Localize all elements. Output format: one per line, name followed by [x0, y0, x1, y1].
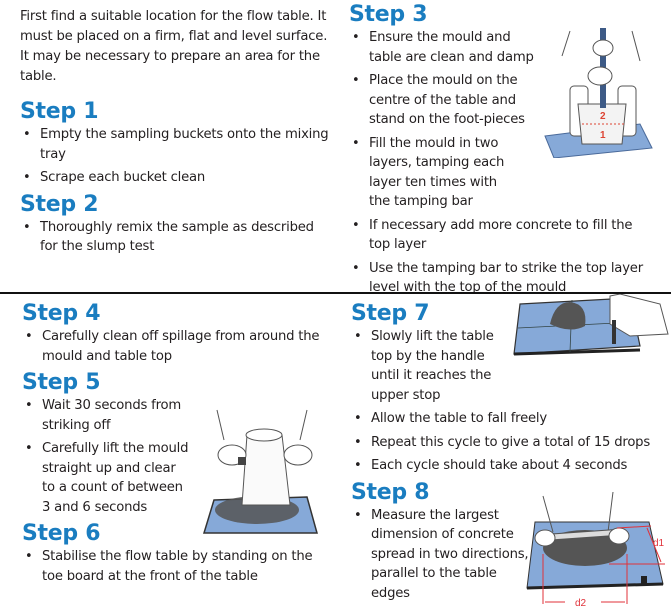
- step-8-list: Measure the largest dimension of concret…: [351, 506, 671, 604]
- list-item: Stabilise the flow table by standing on …: [22, 547, 337, 586]
- step-6-title: Step 6: [22, 521, 101, 546]
- step-7-list: Slowly lift the table top by the handle …: [351, 327, 671, 476]
- list-item: Slowly lift the table top by the handle …: [351, 327, 671, 405]
- tamping-mould-illustration: 2 1: [540, 26, 655, 158]
- list-item: Each cycle should take about 4 seconds: [351, 456, 671, 476]
- svg-text:1: 1: [600, 130, 606, 141]
- bottom-left-section: Step 4 Carefully clean off spillage from…: [22, 301, 337, 590]
- list-item: Thoroughly remix the sample as described…: [20, 218, 335, 257]
- step-5-title: Step 5: [22, 370, 101, 395]
- lift-mould-illustration: [202, 405, 324, 535]
- drop-table-illustration: [510, 294, 671, 360]
- step-3-title: Step 3: [349, 2, 428, 27]
- list-item: Carefully lift the mould straight up and…: [22, 439, 192, 517]
- list-item: Use the tamping bar to strike the top la…: [349, 259, 659, 298]
- svg-text:d2: d2: [575, 598, 587, 609]
- intro-text: First find a suitable location for the f…: [20, 9, 328, 84]
- list-item: Allow the table to fall freely: [351, 409, 671, 429]
- svg-text:2: 2: [600, 111, 606, 122]
- step-3-section: Step 3 Ensure the mould and table are cl…: [349, 2, 669, 302]
- step-6-list: Stabilise the flow table by standing on …: [22, 547, 337, 586]
- list-item: If necessary add more concrete to fill t…: [349, 216, 649, 255]
- step-1-title: Step 1: [20, 99, 99, 124]
- list-item: Measure the largest dimension of concret…: [351, 506, 531, 604]
- list-item: Wait 30 seconds from striking off: [22, 396, 192, 435]
- list-item: Repeat this cycle to give a total of 15 …: [351, 433, 671, 453]
- step-8-title: Step 8: [351, 479, 430, 505]
- list-item: Carefully clean off spillage from around…: [22, 327, 337, 366]
- list-item: Fill the mould in two layers, tamping ea…: [349, 134, 669, 212]
- step-2-title: Step 2: [20, 191, 99, 217]
- list-item: Place the mould on the centre of the tab…: [349, 71, 534, 130]
- list-item: Ensure the mould and table are clean and…: [349, 28, 539, 67]
- step-5-list: Wait 30 seconds from striking off Carefu…: [22, 396, 337, 517]
- step-3-list: Ensure the mould and table are clean and…: [349, 28, 669, 298]
- list-item: Empty the sampling buckets onto the mixi…: [20, 125, 335, 164]
- svg-text:d1: d1: [653, 538, 665, 549]
- list-item: Scrape each bucket clean: [20, 168, 335, 188]
- top-left-section: First find a suitable location for the f…: [20, 7, 335, 261]
- step-1-list: Empty the sampling buckets onto the mixi…: [20, 125, 335, 188]
- bottom-right-section: Step 7 Slowly lift the table top by the …: [351, 301, 671, 607]
- step-7-title: Step 7: [351, 301, 430, 326]
- section-divider: [0, 292, 671, 294]
- step-4-list: Carefully clean off spillage from around…: [22, 327, 337, 366]
- step-4-title: Step 4: [22, 301, 101, 326]
- step-2-list: Thoroughly remix the sample as described…: [20, 218, 335, 257]
- measure-spread-illustration: d1 d2: [523, 492, 669, 610]
